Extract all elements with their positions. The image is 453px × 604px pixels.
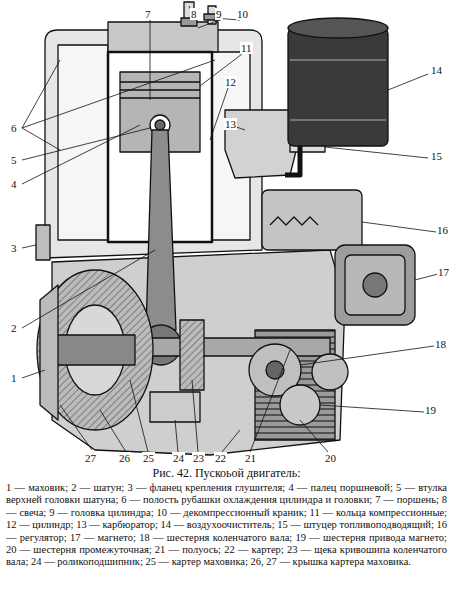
legend-entry: 21 — полуось; xyxy=(155,544,221,555)
legend-entry: 26, 27 — крышка картера маховика. xyxy=(251,556,411,567)
callout-number: 25 xyxy=(142,452,155,464)
legend-entry: 2 — шатун; xyxy=(71,482,124,493)
legend-entry: 17 — магнето; xyxy=(70,532,136,543)
caption-block: Рис. 42. Пускоьой двигатель: 1 — маховик… xyxy=(6,466,447,569)
callout-number: 24 xyxy=(172,452,185,464)
legend-entry: 19 — шестерня привода магнето; xyxy=(296,532,447,543)
legend-entry: 13 — карбюратор; xyxy=(76,519,158,530)
legend-entry: 14 — воздухоочиститель; xyxy=(161,519,275,530)
legend-entry: 24 — роликоподшипник; xyxy=(31,556,143,567)
legend-entry: 20 — шестерня промежуточная; xyxy=(6,544,152,555)
callout-number: 21 xyxy=(244,452,257,464)
callout-number: 14 xyxy=(430,64,443,76)
callout-number: 23 xyxy=(192,452,205,464)
callout-number: 13 xyxy=(224,118,237,130)
legend-entry: 1 — маховик; xyxy=(6,482,68,493)
callout-number: 27 xyxy=(84,452,97,464)
engine-illustration xyxy=(0,0,453,470)
callout-number: 3 xyxy=(10,242,18,254)
callout-number: 18 xyxy=(434,338,447,350)
callout-number: 17 xyxy=(437,266,450,278)
legend-entry: 12 — цилиндр; xyxy=(6,519,74,530)
legend-entry: 11 — кольца компрессионные; xyxy=(310,507,447,518)
legend-entry: 10 — декомпрессионный краник; xyxy=(157,507,307,518)
caption-body: 1 — маховик; 2 — шатун; 3 — фланец крепл… xyxy=(6,482,447,569)
legend-entry: 7 — поршень; xyxy=(375,494,439,505)
callout-number: 5 xyxy=(10,154,18,166)
callout-number: 2 xyxy=(10,322,18,334)
legend-entry: 15 — штуцер топливоподводящий; xyxy=(277,519,434,530)
callout-number: 16 xyxy=(436,224,449,236)
callout-number: 1 xyxy=(10,372,18,384)
legend-entry: 3 — фланец крепления глушителя; xyxy=(127,482,285,493)
callout-number: 9 xyxy=(215,8,223,20)
legend-entry: 22 — картер; xyxy=(224,544,284,555)
callout-number: 26 xyxy=(118,452,131,464)
callout-number: 6 xyxy=(10,122,18,134)
figure-caption: Рис. 42. Пускоьой двигатель: xyxy=(6,466,447,480)
legend-entry: 6 — полость рубашки охлаждения цилиндра … xyxy=(121,494,372,505)
callout-number: 7 xyxy=(144,8,152,20)
callout-number: 19 xyxy=(424,404,437,416)
legend-entry: 4 — палец поршневой; xyxy=(288,482,392,493)
legend-entry: 18 — шестерня коленчатого вала; xyxy=(139,532,292,543)
callout-number: 22 xyxy=(214,452,227,464)
legend-entry: 25 — картер маховика; xyxy=(145,556,248,567)
callout-number: 10 xyxy=(236,8,249,20)
callout-number: 15 xyxy=(430,150,443,162)
callout-number: 20 xyxy=(324,452,337,464)
legend-entry: 9 — головка цилиндра; xyxy=(49,507,154,518)
callout-number: 12 xyxy=(224,76,237,88)
callout-number: 8 xyxy=(190,8,198,20)
callout-number: 4 xyxy=(10,178,18,190)
callout-number: 11 xyxy=(240,42,253,54)
